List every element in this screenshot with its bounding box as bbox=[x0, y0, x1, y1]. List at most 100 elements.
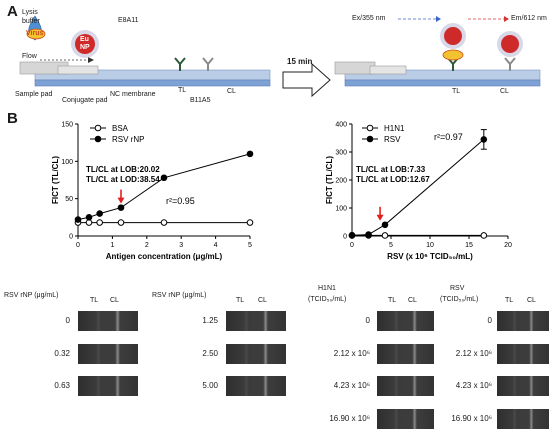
y-tick-label: 300 bbox=[335, 150, 347, 157]
x-tick-label: 20 bbox=[504, 242, 512, 249]
data-point bbox=[85, 214, 93, 221]
y-axis-label: FICT (TL/CL) bbox=[51, 156, 60, 204]
h1n1-unit: (TCID₅₀/mL) bbox=[308, 296, 347, 303]
x-axis-label: RSV (x 10⁶ TCID₅₀/mL) bbox=[387, 252, 473, 261]
strip-image bbox=[226, 311, 286, 331]
b11a5-label: B11A5 bbox=[190, 97, 211, 104]
data-point bbox=[160, 219, 168, 226]
data-point bbox=[96, 210, 103, 217]
em-label: Em/612 nm bbox=[511, 15, 547, 22]
data-point bbox=[348, 231, 356, 239]
y-tick-label: 400 bbox=[335, 122, 347, 129]
cl-head-2: CL bbox=[258, 297, 267, 304]
lob-annotation: TL/CL at LOB:20.02 bbox=[86, 165, 160, 174]
r2-annotation: r²=0.95 bbox=[166, 196, 195, 206]
data-point bbox=[96, 219, 103, 226]
y-tick-label: 100 bbox=[61, 159, 73, 166]
lysis-buffer-label: Lysis buffer bbox=[22, 9, 40, 25]
h1n1-header: H1N1 bbox=[318, 285, 336, 292]
cl-head-3: CL bbox=[408, 297, 417, 304]
conjugate-pad bbox=[57, 65, 99, 75]
nc-membrane-label: NC membrane bbox=[110, 91, 156, 98]
strip-label: 5.00 bbox=[202, 381, 218, 390]
virus-icon bbox=[26, 28, 46, 40]
strip-image bbox=[497, 376, 549, 396]
tl-label: TL bbox=[178, 87, 187, 94]
legend-label: RSV bbox=[384, 135, 401, 144]
y-tick-label: 50 bbox=[65, 196, 73, 203]
flow-label: Flow bbox=[22, 53, 37, 60]
cl-head-1: CL bbox=[110, 297, 119, 304]
y-tick-label: 0 bbox=[69, 234, 73, 241]
strip-image bbox=[377, 311, 434, 331]
x-axis-label: Antigen concentration (μg/mL) bbox=[106, 252, 223, 261]
conjugate-pad-label: Conjugate pad bbox=[62, 97, 108, 104]
strip-image bbox=[377, 344, 434, 364]
cl-label: CL bbox=[227, 88, 236, 95]
process-arrow-icon bbox=[282, 62, 331, 98]
legend-marker bbox=[94, 135, 102, 143]
x-tick-label: 0 bbox=[350, 242, 354, 249]
lob-annotation: TL/CL at LOB:7.33 bbox=[356, 165, 426, 174]
e8a11-label: E8A11 bbox=[118, 17, 139, 24]
data-point bbox=[381, 221, 389, 229]
series-line bbox=[77, 153, 251, 221]
data-point bbox=[246, 219, 254, 226]
y-tick-label: 100 bbox=[335, 206, 347, 213]
y-tick-label: 0 bbox=[343, 234, 347, 241]
y-tick-label: 200 bbox=[335, 178, 347, 185]
strip-label: 0 bbox=[365, 316, 370, 325]
data-point bbox=[480, 232, 488, 239]
x-tick-label: 3 bbox=[179, 242, 183, 249]
x-tick-label: 2 bbox=[145, 242, 149, 249]
panel-a-schematic bbox=[19, 15, 541, 98]
x-tick-label: 5 bbox=[248, 242, 252, 249]
sample-pad-label: Sample pad bbox=[15, 91, 53, 98]
strip-label: 0.63 bbox=[54, 381, 70, 390]
cl-head-4: CL bbox=[527, 297, 536, 304]
strip-label: 4.23 x 10⁶ bbox=[455, 381, 492, 390]
strip-image bbox=[497, 344, 549, 364]
rsv-header: RSV bbox=[450, 285, 465, 292]
rsv-unit: (TCID₅₀/mL) bbox=[440, 296, 479, 303]
strip-image bbox=[78, 344, 138, 364]
lod-annotation: TL/CL at LOD:38.54 bbox=[86, 175, 160, 184]
legend-label: H1N1 bbox=[384, 124, 405, 133]
legend-marker bbox=[94, 124, 102, 132]
strip-image bbox=[377, 409, 434, 429]
legend-marker bbox=[366, 135, 374, 143]
strip-label: 2.12 x 10⁶ bbox=[455, 349, 492, 358]
cl-label-right: CL bbox=[500, 88, 509, 95]
strip-image bbox=[78, 376, 138, 396]
panel-a-letter: A bbox=[7, 3, 18, 20]
x-tick-label: 15 bbox=[465, 242, 473, 249]
r2-annotation: r²=0.97 bbox=[434, 132, 463, 142]
strip-label: 0 bbox=[65, 316, 70, 325]
data-point bbox=[74, 216, 82, 223]
series-line bbox=[351, 139, 485, 236]
strip-label: 16.90 x 10⁶ bbox=[451, 414, 492, 423]
strip-image bbox=[226, 344, 286, 364]
lod-annotation: TL/CL at LOD:12.67 bbox=[356, 175, 430, 184]
strip-label: 1.25 bbox=[202, 316, 218, 325]
data-point bbox=[160, 174, 168, 182]
strip-image bbox=[497, 409, 549, 429]
tl-antibody-icon bbox=[174, 57, 186, 71]
legend-marker bbox=[366, 124, 374, 132]
tl-head-2: TL bbox=[236, 297, 245, 304]
data-point bbox=[117, 219, 125, 226]
strip-image bbox=[377, 376, 434, 396]
tl-head-3: TL bbox=[388, 297, 397, 304]
strip-label: 0.32 bbox=[54, 349, 70, 358]
strip-image bbox=[226, 376, 286, 396]
ex-label: Ex/355 nm bbox=[352, 15, 386, 22]
data-point bbox=[480, 136, 488, 143]
rnp-col2-header: RSV rNP (μg/mL) bbox=[152, 292, 207, 299]
y-tick-label: 150 bbox=[61, 122, 73, 129]
cl-antibody-icon bbox=[202, 57, 214, 71]
eu-np-icon bbox=[75, 34, 95, 54]
x-tick-label: 5 bbox=[389, 242, 393, 249]
strip-label: 2.50 bbox=[202, 349, 218, 358]
